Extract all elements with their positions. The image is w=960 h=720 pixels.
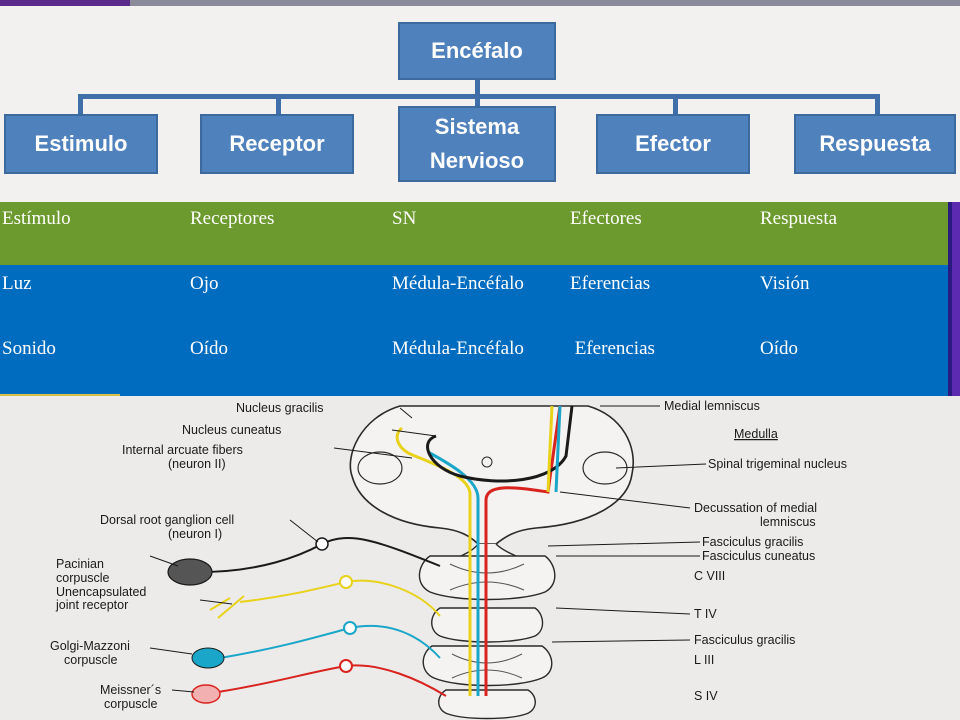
table-header-row: Estímulo Receptores SN Efectores Respues… xyxy=(0,202,948,265)
top-strip-accent xyxy=(0,0,130,6)
label-golgi-mazzoni: Golgi-Mazzoni xyxy=(50,639,130,653)
medulla-outline xyxy=(349,405,634,545)
label-nucleus-gracilis: Nucleus gracilis xyxy=(236,401,324,415)
flow-box-receptor-label: Receptor xyxy=(229,131,325,156)
label-pacinian-corpuscle: corpuscle xyxy=(56,571,110,585)
top-strip xyxy=(0,0,960,6)
label-l-iii: L III xyxy=(694,653,714,667)
label-fasciculus-gracilis-lower: Fasciculus gracilis xyxy=(694,633,795,647)
table-header-cell: Receptores xyxy=(190,208,275,229)
label-decussation: Decussation of medial xyxy=(694,501,817,515)
label-unencapsulated: Unencapsulated xyxy=(56,585,146,599)
tract-yellow xyxy=(395,426,472,696)
label-medulla: Medulla xyxy=(734,427,778,441)
flowchart: Encéfalo Estimulo Receptor Sistema Nervi… xyxy=(0,6,960,202)
flow-box-efector-label: Efector xyxy=(635,131,711,156)
table-cell: Visión xyxy=(760,273,810,294)
table-row: Sonido Oído Médula-Encéfalo Eferencias O… xyxy=(0,333,948,396)
connector-drop-3 xyxy=(475,94,480,108)
connector-drop-5 xyxy=(875,94,880,116)
label-fasciculus-cuneatus: Fasciculus cuneatus xyxy=(702,549,815,563)
table-header-cell: Respuesta xyxy=(760,208,838,229)
tract-red xyxy=(484,405,562,696)
pacinian-corpuscle xyxy=(167,558,213,586)
spinal-section-siv xyxy=(438,689,536,720)
label-meissner: Meissner´s xyxy=(100,683,161,697)
table-cell: Oído xyxy=(190,338,228,359)
table-cell: Médula-Encéfalo xyxy=(392,273,524,294)
label-neuron-i: (neuron I) xyxy=(168,527,222,541)
label-golgi-corpuscle: corpuscle xyxy=(64,653,118,667)
ganglion-cell xyxy=(315,537,329,551)
label-lemniscus: lemniscus xyxy=(760,515,816,529)
leader-lines xyxy=(149,405,707,693)
label-meissner-corpuscle: corpuscle xyxy=(104,697,158,711)
table-row: Luz Ojo Médula-Encéfalo Eferencias Visió… xyxy=(0,265,948,333)
label-internal-arcuate-fibers: Internal arcuate fibers xyxy=(122,443,243,457)
label-c-viii: C VIII xyxy=(694,569,725,583)
label-medial-lemniscus: Medial lemniscus xyxy=(664,399,760,413)
flow-box-respuesta-label: Respuesta xyxy=(819,131,931,156)
table-header-cell: SN xyxy=(392,208,417,229)
label-neuron-ii: (neuron II) xyxy=(168,457,226,471)
flow-box-sistema-nervioso-label: Sistema Nervioso xyxy=(429,114,525,173)
label-s-iv: S IV xyxy=(694,689,718,703)
table-cell: Sonido xyxy=(2,338,56,359)
afferent-golgi xyxy=(219,624,441,659)
table-cell: Oído xyxy=(760,338,798,359)
connector-drop-4 xyxy=(673,94,678,116)
tract-yellow-upper xyxy=(546,405,554,493)
table-cell: Eferencias xyxy=(570,273,651,294)
afferent-meissner xyxy=(217,664,447,697)
flow-box-receptor: Receptor xyxy=(200,114,354,174)
table-cell: Médula-Encéfalo xyxy=(392,338,524,359)
table-right-border-inner xyxy=(948,202,952,396)
joint-ganglion xyxy=(339,575,353,589)
golgi-corpuscle xyxy=(191,647,225,669)
label-dorsal-root-ganglion: Dorsal root ganglion cell xyxy=(100,513,234,527)
medulla-nucleus-left xyxy=(357,451,403,485)
tract-cyan-upper xyxy=(554,405,562,493)
flow-box-respuesta: Respuesta xyxy=(794,114,956,174)
table-bottom-accent xyxy=(0,394,120,397)
meissner-ganglion xyxy=(339,659,353,673)
connector-drop-1 xyxy=(78,94,83,116)
flow-box-sistema-nervioso: Sistema Nervioso xyxy=(398,106,556,182)
table-right-border xyxy=(948,202,960,396)
label-nucleus-cuneatus: Nucleus cuneatus xyxy=(182,423,281,437)
connector-drop-2 xyxy=(276,94,281,116)
afferent-joint xyxy=(209,579,441,619)
connector-vertical xyxy=(475,80,480,104)
summary-table: Estímulo Receptores SN Efectores Respues… xyxy=(0,202,948,396)
flow-box-efector: Efector xyxy=(596,114,750,174)
label-t-iv: T IV xyxy=(694,607,717,621)
meissner-corpuscle xyxy=(191,684,221,704)
flow-box-estimulo: Estimulo xyxy=(4,114,158,174)
table-header-cell: Efectores xyxy=(570,208,642,229)
golgi-ganglion xyxy=(343,621,357,635)
tract-black xyxy=(426,405,574,483)
table-cell: Ojo xyxy=(190,273,219,294)
central-canal xyxy=(481,456,493,468)
label-spinal-trigeminal-nucleus: Spinal trigeminal nucleus xyxy=(708,457,847,471)
table-header-cell: Estímulo xyxy=(2,208,71,229)
flow-box-encefalo-label: Encéfalo xyxy=(431,38,523,63)
table-cell: Eferencias xyxy=(570,338,655,359)
spinal-pathway-diagram: Nucleus gracilis Nucleus cuneatus Intern… xyxy=(0,396,960,720)
label-joint-receptor: joint receptor xyxy=(55,598,128,612)
flow-box-encefalo: Encéfalo xyxy=(398,22,556,80)
table-cell: Luz xyxy=(2,273,32,294)
label-pacinian: Pacinian xyxy=(56,557,104,571)
label-fasciculus-gracilis-upper: Fasciculus gracilis xyxy=(702,535,803,549)
spinal-pathway-svg: Nucleus gracilis Nucleus cuneatus Intern… xyxy=(50,399,847,720)
flow-box-estimulo-label: Estimulo xyxy=(34,131,128,156)
